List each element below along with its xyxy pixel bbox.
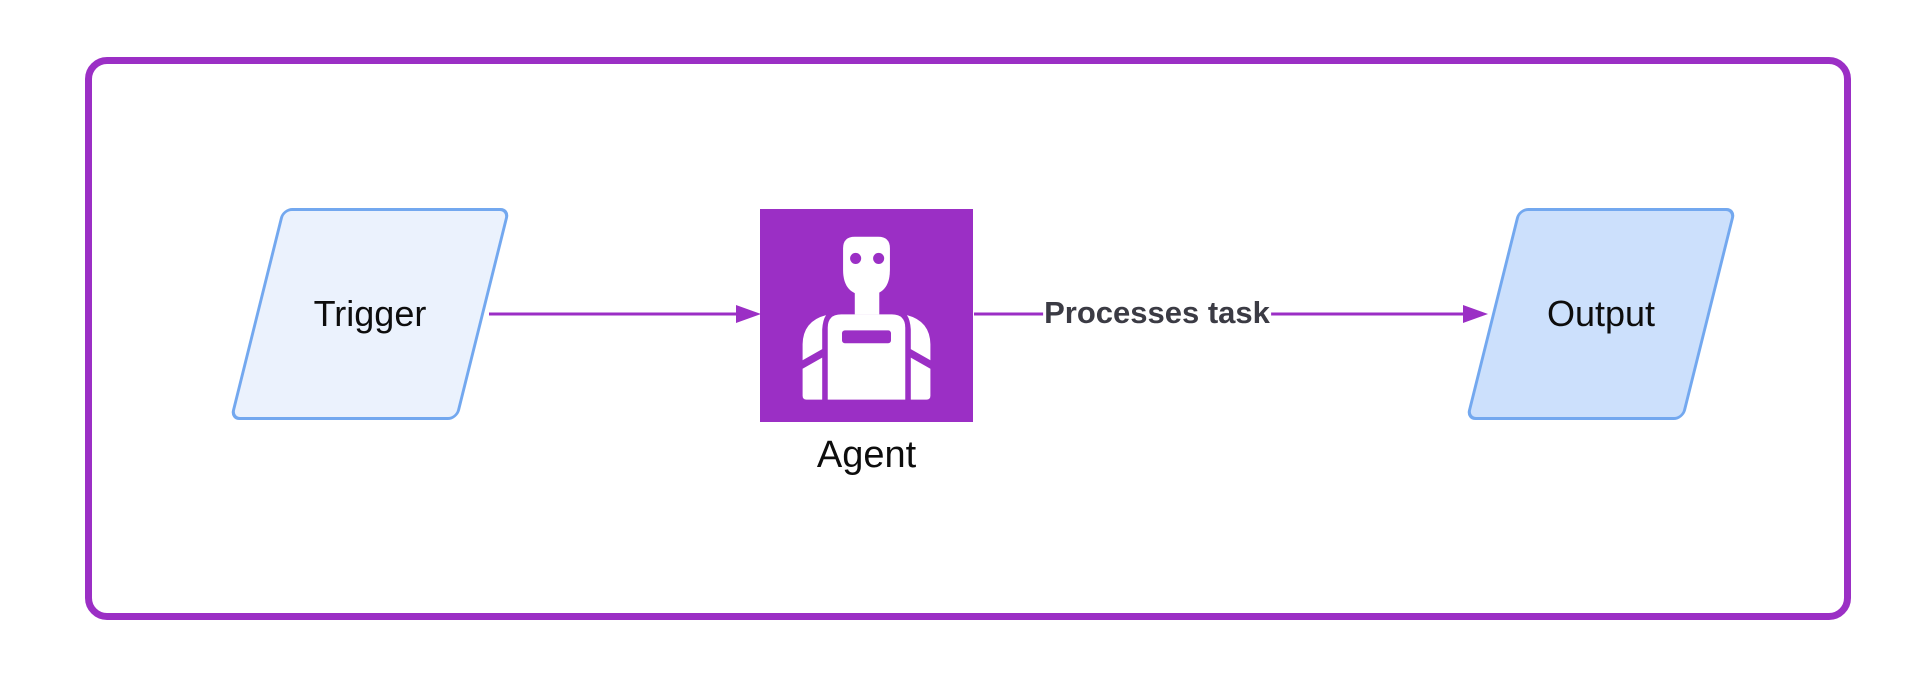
edge-label-processes-task: Processes task: [1043, 293, 1271, 333]
node-agent[interactable]: [760, 209, 973, 422]
agent-label: Agent: [816, 434, 917, 476]
node-trigger[interactable]: Trigger: [229, 208, 511, 420]
robot-icon: [760, 209, 973, 422]
trigger-label: Trigger: [313, 293, 427, 335]
node-output[interactable]: Output: [1465, 208, 1737, 420]
output-label: Output: [1546, 293, 1656, 335]
